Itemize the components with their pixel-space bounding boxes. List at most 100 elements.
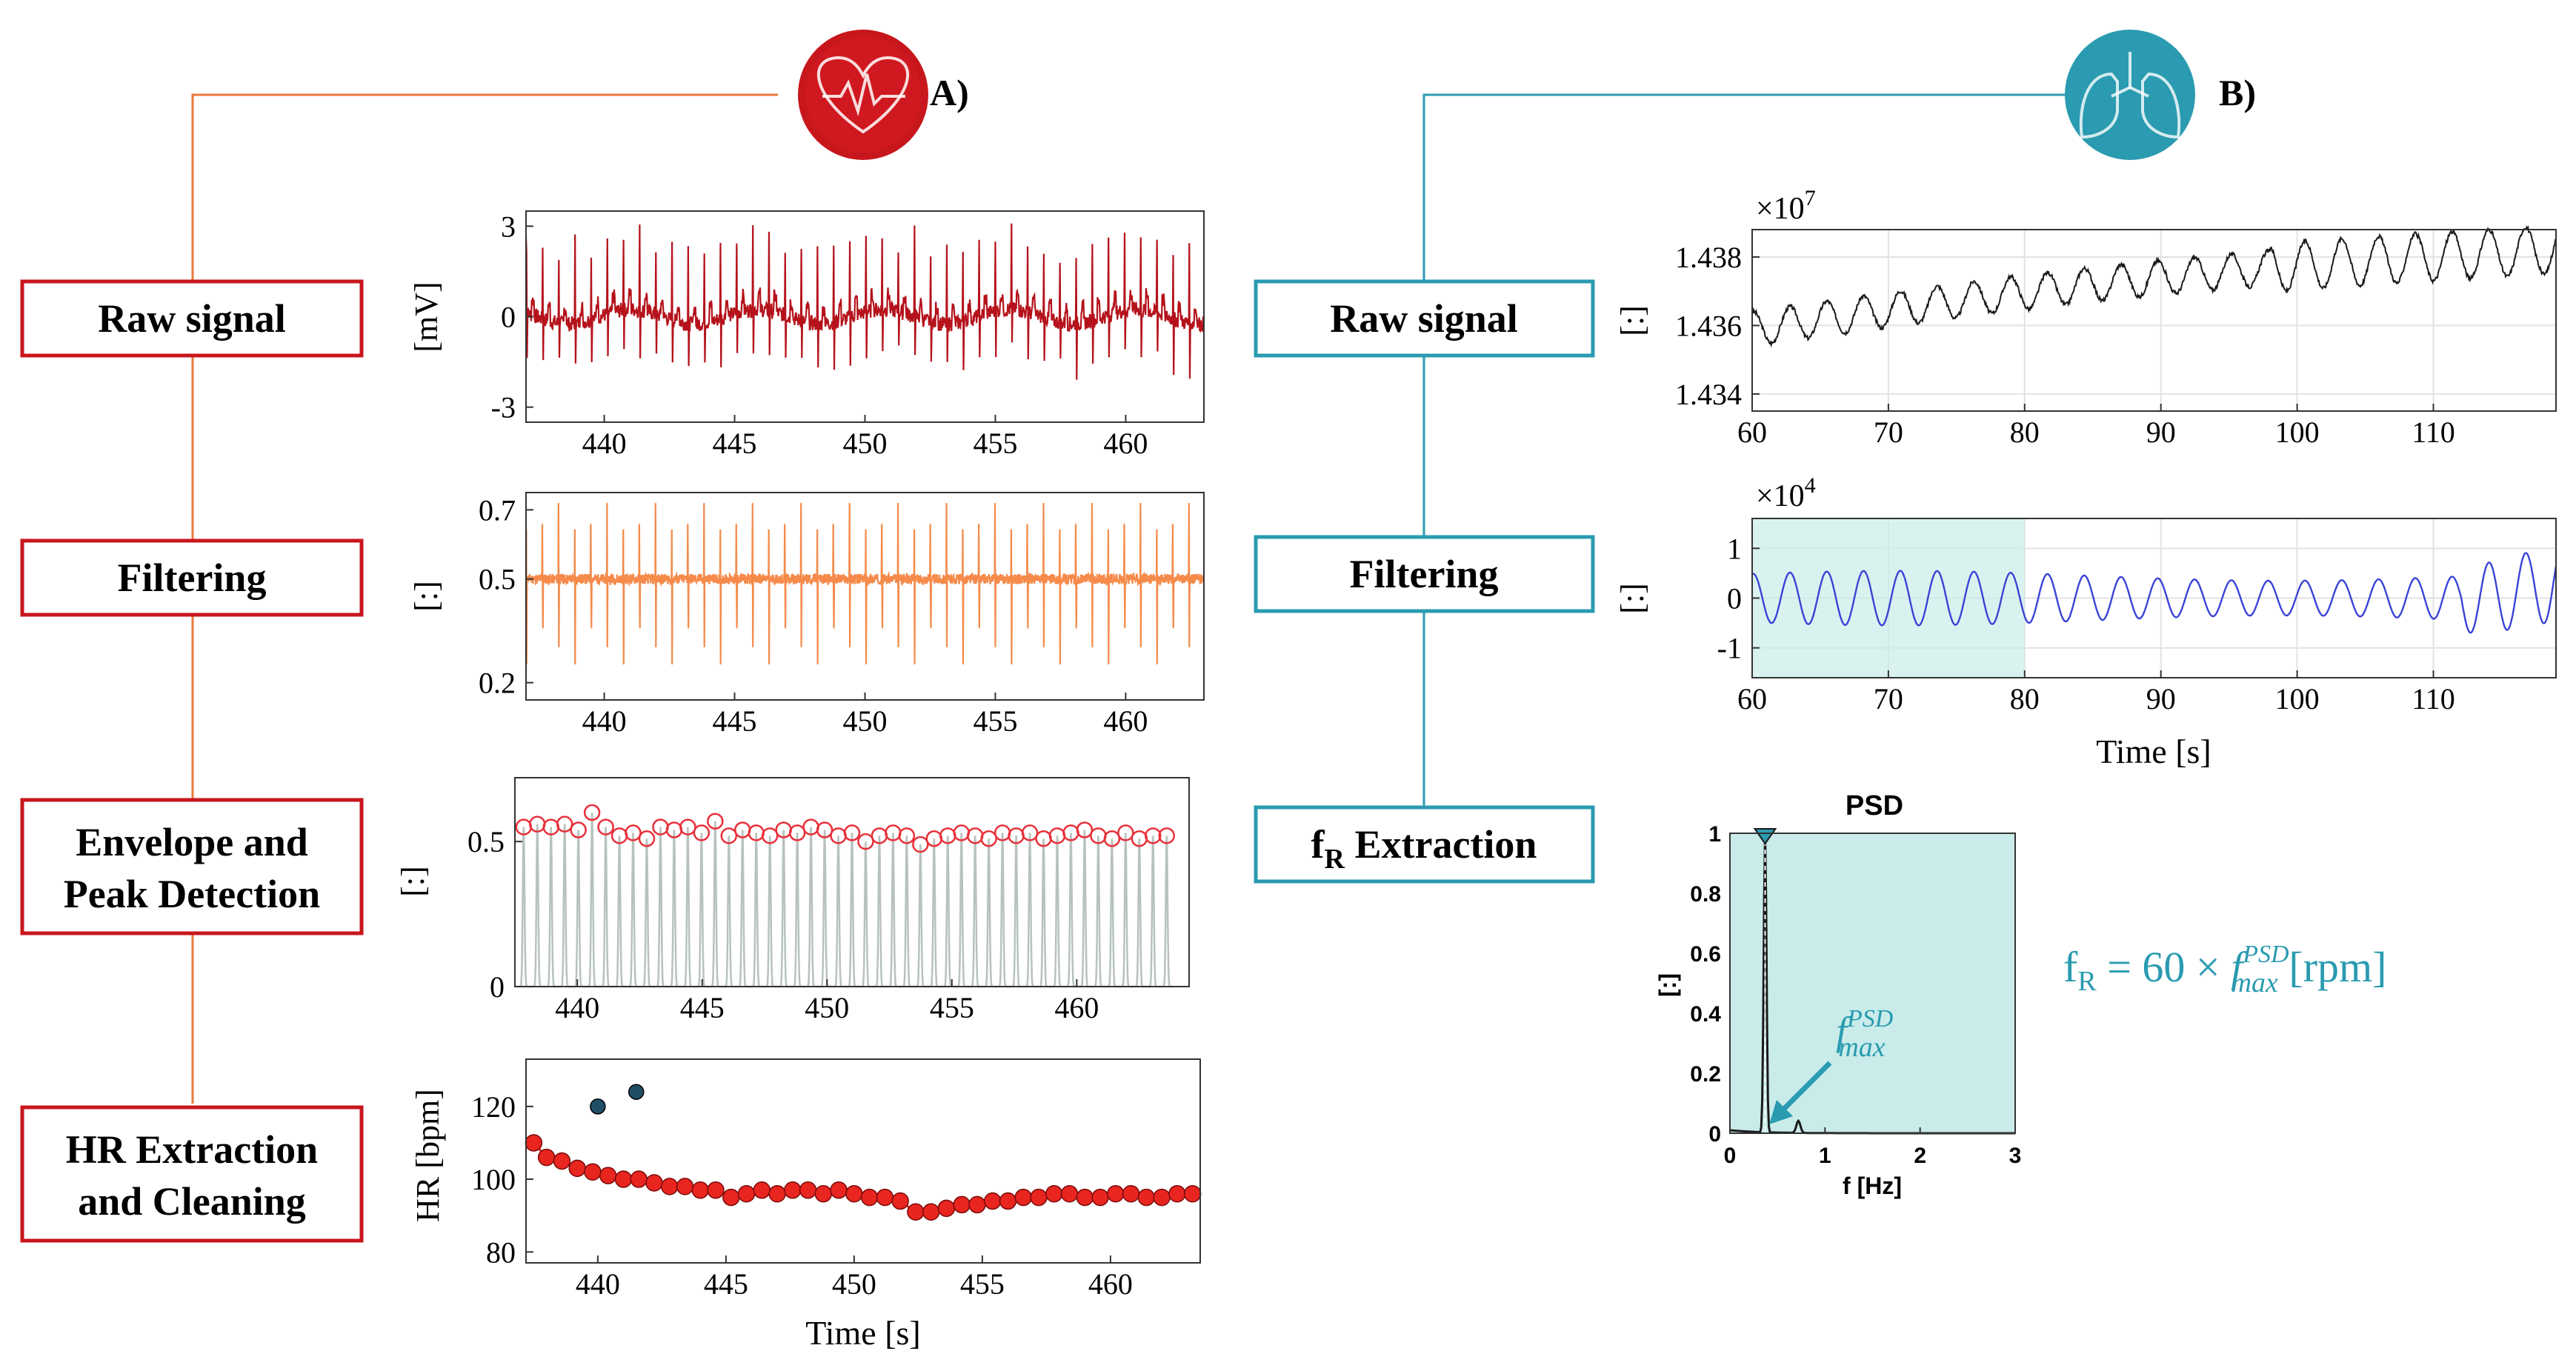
step-label: Raw signal [1330, 296, 1518, 341]
panel-a-connector [191, 93, 778, 1104]
x-tick-label: 440 [555, 991, 599, 1024]
step-label: HR Extraction [66, 1127, 318, 1172]
y-tick-label: 3 [501, 210, 516, 243]
x-tick-label: 445 [713, 427, 757, 460]
x-tick-label: 2 [1914, 1144, 1926, 1168]
x-tick-label: 70 [1874, 682, 1903, 715]
y-tick-label: 1 [1708, 822, 1721, 847]
peak-arrow-head [1769, 1100, 1793, 1124]
hr-point [983, 1192, 1002, 1210]
peak-marker [625, 824, 642, 841]
x-axis-label: Time [s] [2096, 733, 2211, 770]
y-tick-label: 0 [1727, 582, 1742, 616]
step-label: and Cleaning [78, 1179, 306, 1224]
ecg-raw-line [525, 223, 1205, 380]
x-tick-label: 80 [2010, 416, 2040, 449]
hr-point [568, 1159, 586, 1178]
peak-marker [1103, 830, 1121, 847]
hr-point [814, 1184, 833, 1203]
f-max-sub: max [1838, 1032, 1885, 1063]
y-tick-label: 0.2 [1690, 1062, 1721, 1087]
step-hr-extraction-a: HR Extraction and Cleaning [20, 1105, 364, 1243]
hr-point [525, 1134, 543, 1152]
hr-point [937, 1199, 956, 1218]
x-tick-label: 460 [1103, 704, 1148, 738]
peak-marker [1076, 821, 1094, 838]
y-axis-label: [:] [1614, 305, 1651, 336]
x-tick-label: 1 [1819, 1144, 1831, 1168]
y-tick-label: 0.7 [479, 493, 516, 527]
resp-filtered-line [1751, 552, 2557, 634]
peak-marker [556, 815, 573, 833]
resp-raw-line [1751, 225, 2557, 348]
hr-point [1030, 1188, 1048, 1207]
y-tick-label: 0.8 [1690, 882, 1721, 907]
y-tick-label: 100 [471, 1163, 516, 1196]
peak-marker [720, 827, 738, 844]
x-tick-label: 445 [680, 991, 725, 1024]
hr-point [830, 1181, 848, 1199]
x-tick-label: 460 [1054, 991, 1099, 1024]
axes-box [525, 1058, 1201, 1264]
hr-point [1045, 1184, 1063, 1203]
axes-box [514, 777, 1190, 987]
plot-background [1730, 833, 2015, 1133]
hr-point [768, 1184, 786, 1203]
hr-point [953, 1195, 971, 1214]
y-tick-label: 0.6 [1690, 942, 1721, 967]
hr-point [537, 1148, 556, 1167]
x-tick-label: 90 [2146, 416, 2176, 449]
peak-marker [1021, 824, 1039, 841]
hr-point [584, 1163, 602, 1181]
hr-point [630, 1170, 648, 1188]
ecg-filtered-line [525, 503, 1205, 665]
x-tick-label: 3 [2009, 1144, 2022, 1168]
step-label: fR Extraction [1311, 822, 1537, 875]
x-tick-label: 455 [960, 1267, 1005, 1301]
y-axis-label: [:] [1654, 973, 1681, 997]
peak-marker [912, 835, 929, 853]
hr-point [1168, 1184, 1186, 1203]
y-tick-label: 0.2 [479, 667, 516, 700]
peak-marker [843, 824, 861, 841]
x-tick-label: 100 [2275, 416, 2320, 449]
step-raw-signal-a: Raw signal [20, 279, 364, 358]
y-tick-label: 1.436 [1675, 309, 1742, 342]
x-tick-label: 450 [843, 427, 888, 460]
x-tick-label: 60 [1737, 416, 1767, 449]
hr-point [876, 1188, 894, 1207]
peak-marker [816, 821, 833, 838]
hr-point [784, 1181, 802, 1199]
x-axis-label: Time [s] [805, 1314, 921, 1352]
heart-ecg-icon [798, 30, 928, 160]
peak-arrow [1780, 1061, 1832, 1113]
peak-marker [788, 824, 806, 841]
y-tick-label: 0.5 [467, 825, 505, 858]
hr-outlier-point [628, 1084, 645, 1100]
hr-point [1153, 1188, 1171, 1207]
step-label: Filtering [118, 556, 267, 600]
x-tick-label: 60 [1737, 682, 1767, 715]
peak-marker [693, 824, 710, 841]
peak-marker [857, 833, 874, 850]
hr-point [922, 1203, 940, 1221]
hr-point [737, 1184, 756, 1203]
peak-marker [761, 827, 779, 844]
peak-marker [679, 818, 696, 835]
y-tick-label: 0 [501, 301, 516, 334]
peak-marker [1158, 827, 1175, 844]
x-tick-label: 90 [2146, 682, 2176, 715]
x-tick-label: 0 [1724, 1144, 1737, 1168]
x-tick-label: 80 [2010, 682, 2040, 715]
peak-marker [597, 818, 614, 835]
hr-point [1107, 1184, 1125, 1203]
axis-exponent-power: 7 [1805, 186, 1816, 210]
y-tick-label: -3 [491, 391, 516, 424]
hr-point [968, 1195, 986, 1214]
x-tick-label: 450 [805, 991, 849, 1024]
y-tick-label: 120 [471, 1090, 516, 1124]
